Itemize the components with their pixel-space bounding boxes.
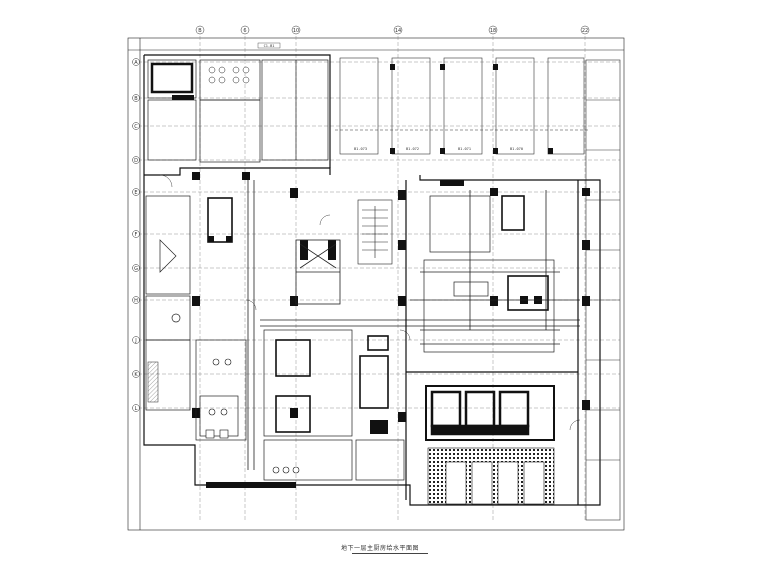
water-pipes: [247, 180, 580, 470]
sanitary-fixtures: [205, 358, 300, 474]
left-hatch-area: [147, 361, 159, 403]
stair-core: [357, 199, 393, 265]
top-grid-axes: [199, 30, 586, 520]
grid-label-left-9: J: [134, 338, 136, 344]
grid-label-left-11: L: [135, 406, 138, 412]
grid-label-left-3: C: [134, 124, 138, 130]
cold-storage-room: [425, 385, 555, 441]
top-bar-tag: [257, 42, 281, 49]
kitchen-equipment: [207, 195, 549, 433]
top-grid-labels: B 6 10 14 18 22: [198, 28, 588, 34]
grid-label-left-8: H: [134, 298, 138, 304]
exterior-walls: [143, 54, 601, 506]
parking-columns: [390, 64, 553, 154]
grid-label-top-3: 10: [293, 28, 299, 34]
grid-label-top-6: 22: [582, 28, 588, 34]
grid-label-left-4: D: [134, 158, 138, 164]
lower-left-rooms: [195, 329, 405, 481]
top-grid-bubbles: [195, 25, 590, 35]
parking-area: [335, 57, 590, 155]
structural-columns: [192, 172, 590, 422]
grid-label-left-6: F: [135, 232, 138, 238]
grid-label-left-2: B: [134, 96, 138, 102]
grid-label-top-5: 18: [490, 28, 496, 34]
right-kitchen: [423, 195, 555, 353]
cold-storage-units: [430, 390, 530, 436]
left-mid-rooms: [145, 195, 191, 411]
parking-label-2: B1-072: [406, 147, 419, 151]
parking-label-3: B1-071: [458, 147, 471, 151]
grid-label-left-5: E: [134, 190, 137, 196]
drawing-title-underline: [352, 553, 428, 554]
top-left-rooms: [147, 59, 329, 163]
drawing-title: 地下一层主厨房给水平面图: [340, 545, 419, 552]
elevator-shafts: [295, 239, 341, 305]
grid-label-top-2: 6: [243, 28, 246, 34]
grid-label-left-10: K: [134, 372, 138, 378]
right-strip: [585, 59, 621, 521]
top-equipment-block: [172, 95, 194, 100]
left-grid-labels: A B C D E F G H J K L: [134, 60, 138, 412]
right-walls: [405, 180, 579, 505]
parking-label-1: B1-073: [354, 147, 367, 151]
storage-shelving: [427, 447, 555, 505]
grid-label-top-1: B: [198, 28, 202, 34]
grid-label-top-4: 14: [395, 28, 401, 34]
sheet-frame: [127, 37, 625, 531]
left-grid-bubbles: [132, 58, 140, 412]
top-fixtures: [208, 66, 250, 84]
top-bar-label: C1-B1: [264, 44, 275, 48]
parking-label-4: B1-070: [510, 147, 523, 151]
grid-label-left-7: G: [134, 266, 138, 272]
door-swings: [159, 174, 581, 431]
grid-label-left-1: A: [134, 60, 138, 66]
